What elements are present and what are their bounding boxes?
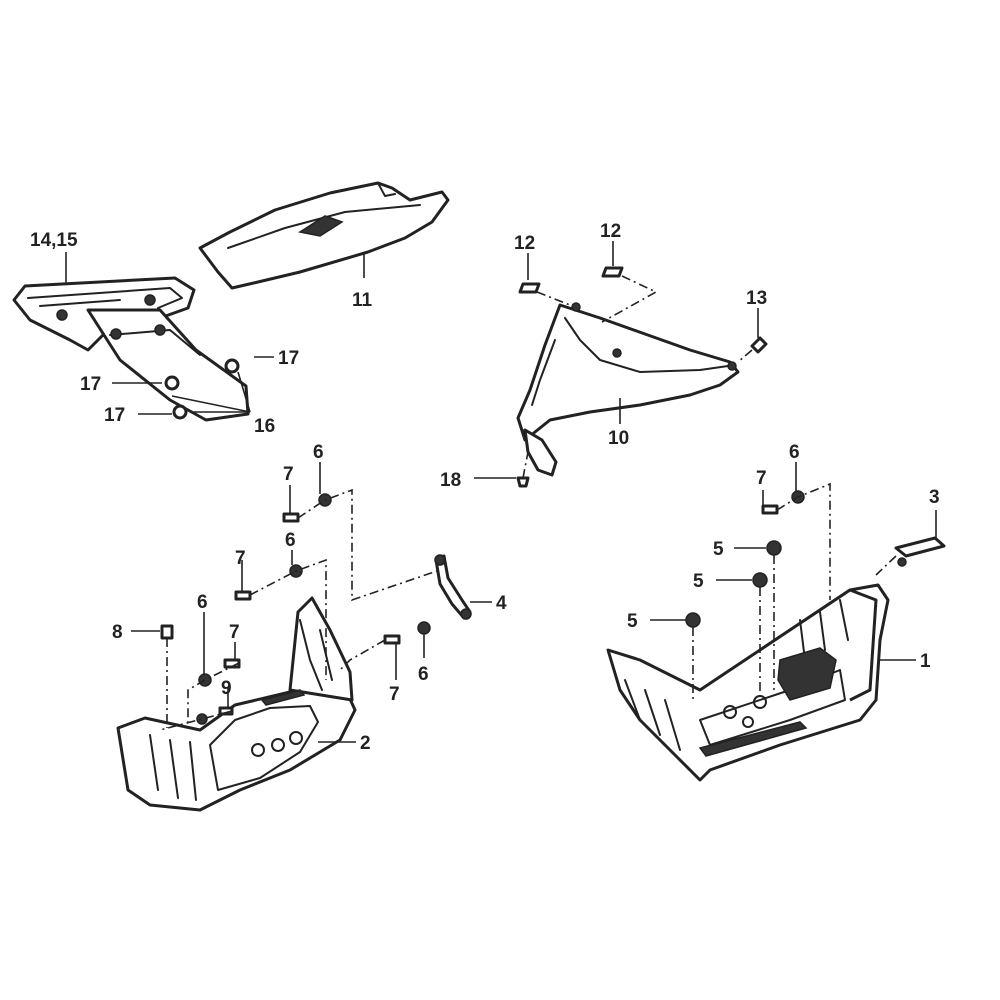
label-6-bottom: 6 — [418, 664, 429, 685]
leader-lines — [65, 241, 937, 743]
rear-rack-part — [12, 276, 250, 422]
label-10: 10 — [608, 428, 629, 449]
label-8: 8 — [112, 622, 123, 643]
label-6-mid: 6 — [285, 530, 296, 551]
label-9: 9 — [221, 678, 232, 699]
label-18: 18 — [440, 470, 461, 491]
label-12-right: 12 — [600, 221, 621, 242]
label-17-right: 17 — [278, 348, 299, 369]
bracket-part — [434, 554, 472, 620]
label-17-middle: 17 — [80, 374, 101, 395]
rear-rack-fasteners — [164, 358, 251, 420]
label-5-top: 5 — [713, 539, 724, 560]
label-12-left: 12 — [514, 233, 535, 254]
right-footrest-part — [606, 583, 890, 782]
label-6-right: 6 — [789, 442, 800, 463]
front-cowl-fasteners — [516, 266, 768, 488]
label-11: 11 — [352, 290, 373, 311]
label-13: 13 — [746, 288, 767, 309]
left-footrest-part — [116, 596, 357, 812]
right-footrest-fasteners — [685, 482, 946, 700]
label-7-top: 7 — [283, 464, 294, 485]
label-7-mid: 7 — [235, 548, 246, 569]
label-7-bottom: 7 — [389, 684, 400, 705]
label-2: 2 — [360, 733, 371, 754]
label-14-15: 14,15 — [30, 230, 78, 251]
side-cover-part — [198, 181, 450, 290]
label-6-top: 6 — [313, 442, 324, 463]
label-7-right: 7 — [756, 468, 767, 489]
label-4: 4 — [496, 593, 507, 614]
label-5-mid: 5 — [693, 571, 704, 592]
label-3: 3 — [929, 487, 940, 508]
front-cowl-part — [516, 302, 740, 477]
left-footrest-fasteners — [159, 488, 441, 731]
part-labels: 14,15 11 12 12 13 10 18 17 17 17 16 7 6 … — [30, 221, 940, 754]
label-1: 1 — [920, 651, 931, 672]
label-7-left: 7 — [229, 622, 240, 643]
label-6-left: 6 — [197, 592, 208, 613]
label-17-lower: 17 — [104, 405, 125, 426]
label-5-bottom: 5 — [627, 611, 638, 632]
label-16: 16 — [254, 416, 275, 437]
